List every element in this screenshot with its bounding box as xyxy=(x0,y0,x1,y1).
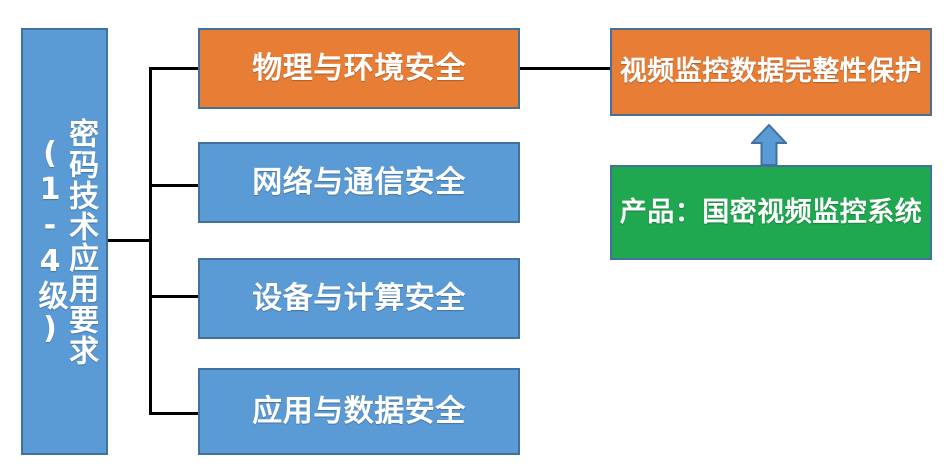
up-arrow-icon xyxy=(751,124,787,166)
connector-branch-device xyxy=(149,295,200,298)
node-application-data-security[interactable]: 应用与数据安全 xyxy=(198,368,520,455)
node-product-crypto-video-surveillance-system-label: 产品：国密视频监控系统 xyxy=(619,196,923,228)
node-video-data-integrity-protection[interactable]: 视频监控数据完整性保护 xyxy=(610,28,932,116)
connector-branch-appdata xyxy=(149,412,200,415)
node-physical-environment-security-label: 物理与环境安全 xyxy=(252,50,466,86)
root-node-label: 密码技术应用要求 (1-4级) xyxy=(32,117,99,366)
connector-physical-to-outcome xyxy=(520,67,612,70)
node-physical-environment-security[interactable]: 物理与环境安全 xyxy=(198,28,520,109)
connector-branch-network xyxy=(149,184,200,187)
node-product-crypto-video-surveillance-system[interactable]: 产品：国密视频监控系统 xyxy=(610,165,932,260)
connector-trunk xyxy=(149,67,152,415)
connector-branch-physical xyxy=(149,67,200,70)
connector-root-stem xyxy=(108,239,152,242)
node-device-computing-security[interactable]: 设备与计算安全 xyxy=(198,258,520,339)
node-device-computing-security-label: 设备与计算安全 xyxy=(252,280,466,316)
node-network-communication-security-label: 网络与通信安全 xyxy=(252,164,466,200)
node-network-communication-security[interactable]: 网络与通信安全 xyxy=(198,142,520,223)
root-node-crypto-requirements[interactable]: 密码技术应用要求 (1-4级) xyxy=(21,28,108,455)
node-video-data-integrity-protection-label: 视频监控数据完整性保护 xyxy=(619,56,923,88)
node-application-data-security-label: 应用与数据安全 xyxy=(252,393,466,429)
